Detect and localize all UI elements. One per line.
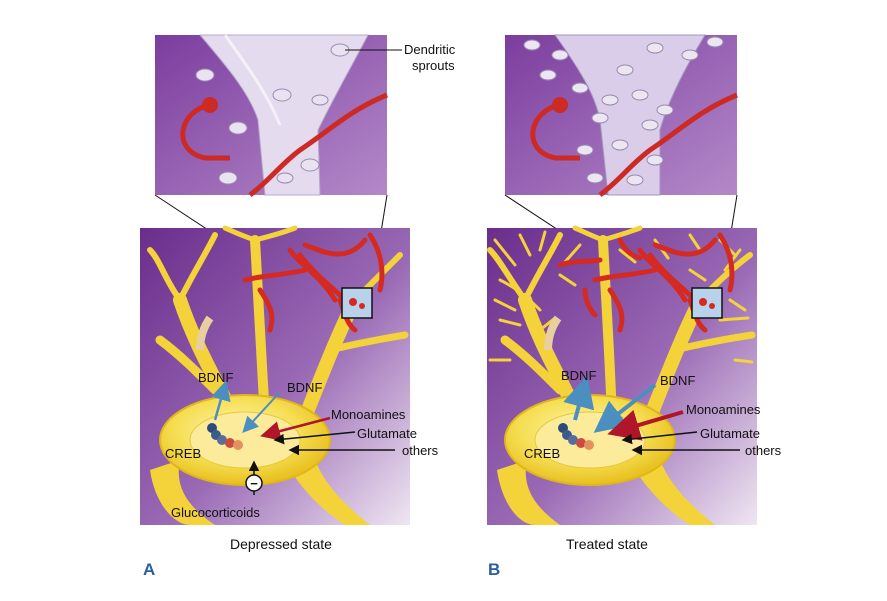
dendritic-spines-b [523,36,724,186]
state-label-a: Depressed state [230,536,332,552]
inset-b [505,34,738,197]
panel-letter-a: A [143,560,155,579]
scene-a: − [140,225,410,525]
glucocorticoids-label: Glucocorticoids [171,505,260,520]
bdnf-in-label-a: BDNF [287,380,322,395]
creb-label-b: CREB [524,446,560,461]
inset-a [155,34,388,197]
panel-b: BDNF BDNF Monoamines Glutamate others CR… [487,34,782,579]
creb-label-a: CREB [165,446,201,461]
monoamines-label-a: Monoamines [331,407,406,422]
bdnf-out-label-a: BDNF [198,370,233,385]
glutamate-label-b: Glutamate [700,426,760,441]
creb-molecule-a [207,423,243,450]
others-label-a: others [402,443,439,458]
panel-letter-b: B [488,560,500,579]
dendritic-sprouts-label: Dendritic sprouts [404,42,459,73]
dendritic-spines-a [195,43,350,185]
inhibition-icon [245,474,263,492]
panel-a: − Dendritic sprouts BDNF BDNF Monoamines… [140,34,459,579]
state-label-b: Treated state [566,536,648,552]
monoamines-label-b: Monoamines [686,402,761,417]
bdnf-out-label-b: BDNF [561,368,596,383]
creb-molecule-b [558,423,594,450]
scene-b [487,225,757,525]
minus-sign: − [250,476,258,491]
bdnf-in-label-b: BDNF [660,373,695,388]
others-label-b: others [745,443,782,458]
glutamate-label-a: Glutamate [357,426,417,441]
